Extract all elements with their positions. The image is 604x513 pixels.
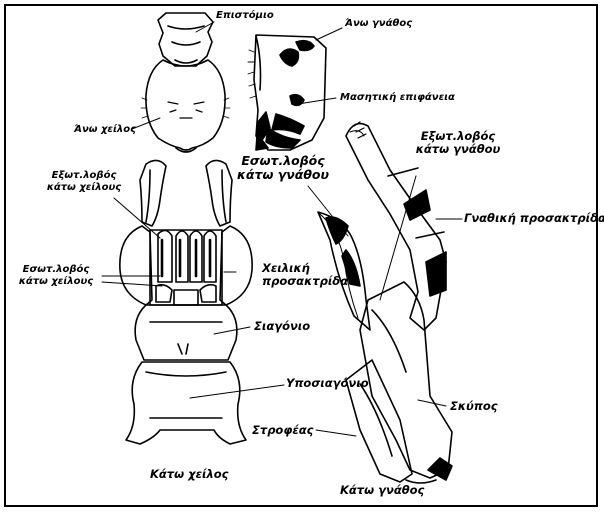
label-masitiki-epifaneia: Μασητική επιφάνεια: [340, 92, 455, 104]
label-line-2: κάτω γνάθου: [226, 168, 340, 182]
mandible-drawing: [248, 35, 326, 150]
label-exot-lovos-kato-cheilous: Εξωτ.λοβός κάτω χείλους: [44, 170, 124, 193]
label-line-1: Εσωτ.λοβός: [14, 264, 98, 276]
label-line-1: Εσωτ.λοβός: [226, 154, 340, 168]
label-epistomio: Επιστόμιο: [216, 10, 274, 22]
label-esot-lovos-kato-gnathou: Εσωτ.λοβός κάτω γνάθου: [226, 154, 340, 183]
label-kato-gnathos: Κάτω γνάθος: [340, 484, 424, 497]
labrum-drawing: [141, 13, 230, 152]
label-ano-cheilos: Άνω χείλος: [74, 124, 136, 136]
label-ano-gnathos: Άνω γνάθος: [345, 18, 412, 30]
label-line-2: προσακτρίδα: [262, 275, 348, 288]
label-kato-cheilos: Κάτω χείλος: [150, 468, 228, 481]
label-cheiliki-prosaktrida: Χειλική προσακτρίδα: [262, 262, 348, 288]
label-gnathiki-prosaktrida: Γναθική προσακτρίδα: [464, 212, 604, 225]
label-line-2: κάτω γνάθου: [410, 143, 506, 156]
label-line-2: κάτω χείλους: [14, 276, 98, 288]
label-line-2: κάτω χείλους: [44, 182, 124, 194]
label-esot-lovos-kato-cheilous: Εσωτ.λοβός κάτω χείλους: [14, 264, 98, 287]
labium-drawing: [120, 160, 252, 444]
label-line-1: Εξωτ.λοβός: [44, 170, 124, 182]
label-skypos: Σκύπος: [450, 400, 498, 413]
label-yposiagonio: Υποσιαγόνιο: [286, 377, 369, 390]
label-strofeas: Στροφέας: [252, 424, 313, 437]
label-siagonio: Σιαγόνιο: [254, 320, 310, 333]
label-exot-lovos-kato-gnathou: Εξωτ.λοβός κάτω γνάθου: [410, 130, 506, 156]
